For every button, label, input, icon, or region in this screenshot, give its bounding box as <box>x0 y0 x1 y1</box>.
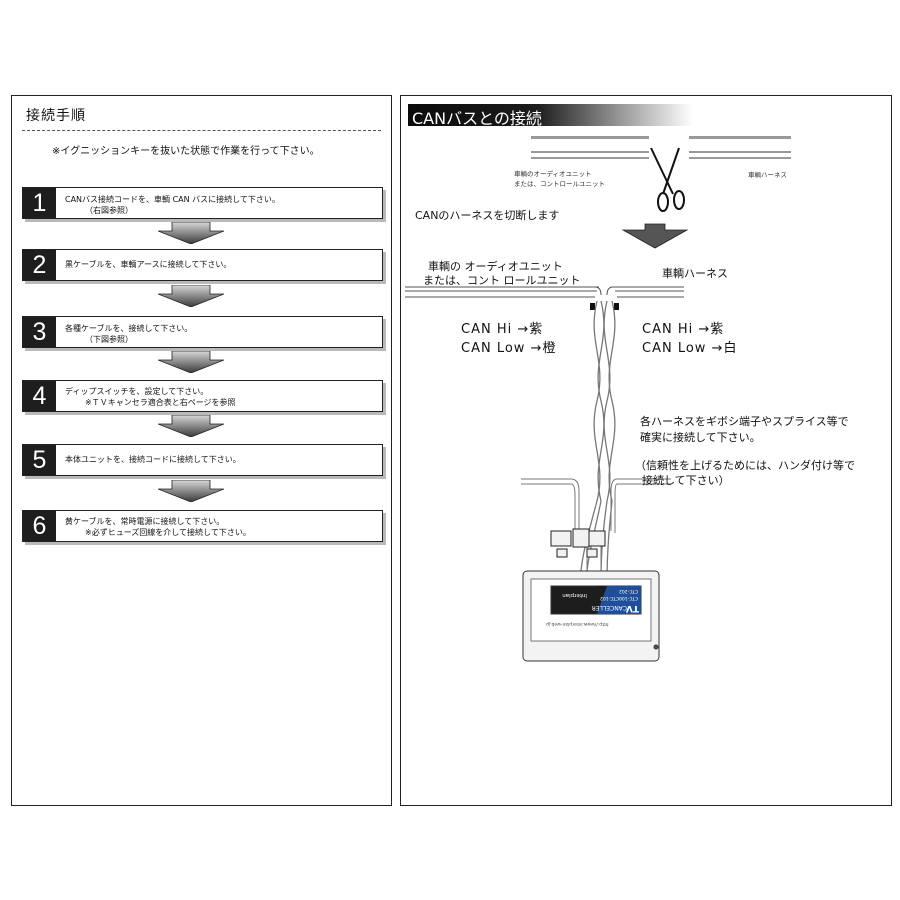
wiring-diagram <box>405 286 684 662</box>
step-6: 6 黄ケーブルを、常時電源に接続して下さい。 ※必ずヒューズ回線を介して接続して… <box>22 510 383 542</box>
step-5: 5 本体ユニットを、接続コードに接続して下さい。 <box>22 444 383 476</box>
device-model-3: CTC-202 <box>619 588 638 593</box>
connection-steps-panel: 接続手順 ※イグニッションキーを抜いた状態で作業を行って下さい。 1 CANバス… <box>11 95 392 806</box>
scissors-icon <box>650 147 685 212</box>
can-low-right: CAN Low →白 <box>642 341 738 356</box>
down-arrow-icon <box>158 285 224 307</box>
step-3: 3 各種ケーブルを、接続して下さい。 （下図参照） <box>22 316 383 348</box>
step-number: 4 <box>23 381 56 411</box>
device-product-canceller: CANCELLER <box>591 604 627 611</box>
step-number: 5 <box>23 445 56 475</box>
harness-cut-illustration <box>531 136 791 249</box>
cut-instruction: CANのハーネスを切断します <box>415 209 560 222</box>
device-brand: Interplan <box>562 592 587 598</box>
instruction-line-3: （信頼性を上げるためには、ハンダ付け等で <box>635 459 855 472</box>
can-low-left: CAN Low →橙 <box>461 341 557 356</box>
step-number: 2 <box>23 250 56 280</box>
tv-canceller-device <box>522 570 660 662</box>
down-arrow-icon <box>158 415 224 437</box>
step-1: 1 CANバス接続コードを、車輌 CAN バスに接続して下さい。 （右図参照） <box>22 187 383 219</box>
audio-unit-label: 車輌の オーディオユニット <box>428 260 563 273</box>
control-unit-label: または、コント ロールユニット <box>423 274 581 287</box>
audio-unit-small-label: 車輌のオーディオユニット <box>514 170 592 178</box>
step-subtext: （右図参照） <box>85 206 133 215</box>
device-model-2: CTC-102 <box>600 595 619 600</box>
can-hi-left: CAN Hi →紫 <box>461 322 544 337</box>
panel-title: 接続手順 <box>26 108 86 124</box>
step-2: 2 黒ケーブルを、車輌アースに接続して下さい。 <box>22 249 383 281</box>
step-4: 4 ディップスイッチを、設定して下さい。 ※ＴＶキャンセラ適合表と右ページを参照 <box>22 380 383 412</box>
vehicle-harness-label: 車輌ハーネス <box>662 267 728 280</box>
control-unit-small-label: または、コントロールユニット <box>514 180 605 188</box>
down-arrow-icon <box>158 351 224 373</box>
step-subtext: ※必ずヒューズ回線を介して接続して下さい。 <box>85 528 251 537</box>
device-product-tv: TV <box>625 603 639 613</box>
down-arrow-icon <box>158 222 224 244</box>
instruction-line-4: 接続して下さい） <box>642 474 730 487</box>
step-number: 6 <box>23 511 56 541</box>
step-subtext: （下図参照） <box>85 335 133 344</box>
instruction-line-2: 確実に接続して下さい。 <box>640 431 761 444</box>
connector-icon <box>550 528 606 558</box>
step-text: ディップスイッチを、設定して下さい。 <box>65 387 209 396</box>
step-text: CANバス接続コードを、車輌 CAN バスに接続して下さい。 <box>65 195 280 204</box>
can-bus-connection-panel: CANバスとの接続 車輌のオーディオユニット または、コントロールユニット 車輌… <box>400 95 892 806</box>
step-text: 黒ケーブルを、車輌アースに接続して下さい。 <box>65 260 232 269</box>
device-url: http://www.interplan-web.jp <box>546 621 609 626</box>
vehicle-harness-small-label: 車輌ハーネス <box>748 171 787 179</box>
step-subtext: ※ＴＶキャンセラ適合表と右ページを参照 <box>85 398 236 407</box>
step-number: 3 <box>23 317 56 347</box>
device-model-1: CTC-100 <box>619 595 638 600</box>
ignition-note: ※イグニッションキーを抜いた状態で作業を行って下さい。 <box>52 146 320 157</box>
step-text: 各種ケーブルを、接続して下さい。 <box>65 324 193 333</box>
step-number: 1 <box>23 188 56 218</box>
step-text: 本体ユニットを、接続コードに接続して下さい。 <box>65 455 241 464</box>
dashed-divider <box>22 130 381 131</box>
step-text: 黄ケーブルを、常時電源に接続して下さい。 <box>65 517 225 526</box>
instruction-line-1: 各ハーネスをギボシ端子やスプライス等で <box>640 415 849 428</box>
can-hi-right: CAN Hi →紫 <box>642 322 725 337</box>
device-label-area: TV CANCELLER Interplan CTC-100 CTC-102 C… <box>551 586 641 614</box>
section-header: CANバスとの接続 <box>408 104 693 128</box>
section-header-title: CANバスとの接続 <box>412 109 542 128</box>
down-arrow-icon <box>158 480 224 502</box>
